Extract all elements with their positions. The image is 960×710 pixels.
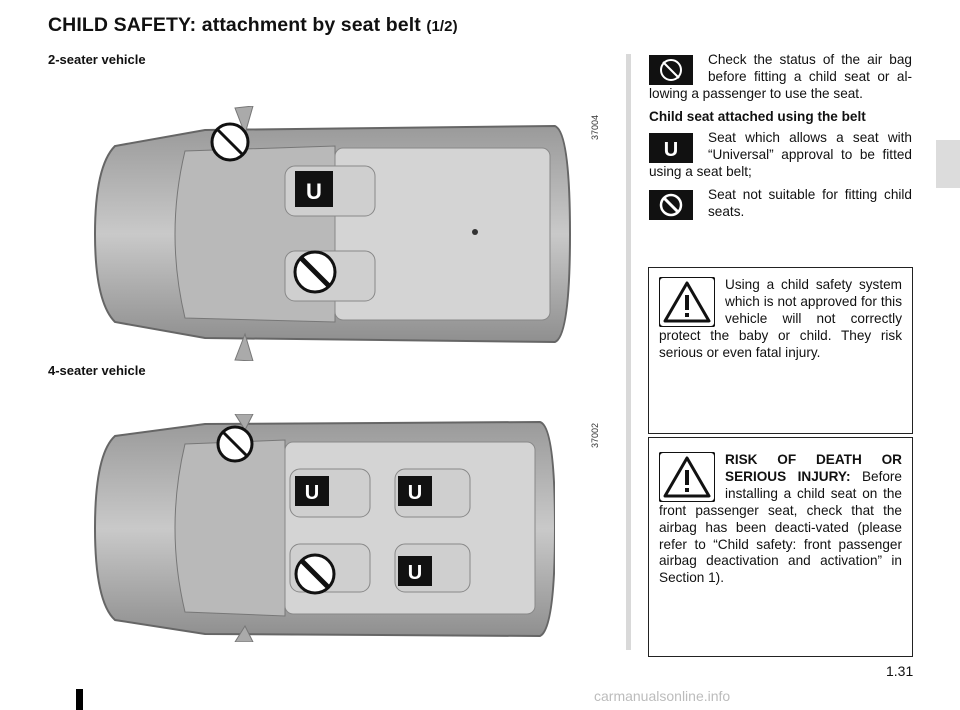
universal-letter-front: U — [305, 482, 319, 504]
section-tab — [936, 140, 960, 188]
universal-letter-rear-left: U — [408, 562, 422, 584]
warning-2-bold: RISK OF DEATH OR SERIOUS INJURY: — [725, 452, 902, 484]
page-title: CHILD SAFETY: attachment by seat belt (1… — [48, 14, 458, 36]
warning-triangle-icon — [659, 452, 715, 502]
column-divider — [626, 54, 631, 650]
universal-seat-mark — [295, 171, 333, 207]
figure-ref-2seater: 37004 — [590, 114, 600, 140]
prohibited-icon — [649, 190, 693, 220]
warning-1-text: Using a child safety system which is not… — [659, 277, 902, 360]
airbag-warning-icon — [649, 55, 693, 85]
page-marker — [76, 689, 83, 710]
universal-letter-rear-right: U — [408, 482, 422, 504]
warning-triangle-icon — [659, 277, 715, 327]
two-seater-car-illustration: U — [93, 106, 572, 361]
universal-icon: U — [649, 133, 693, 163]
warning-box-1: Using a child safety system which is not… — [648, 267, 913, 434]
not-suitable-paragraph: Seat not suitable for fitting child seat… — [649, 187, 912, 221]
universal-paragraph: U Seat which allows a seat with “Univers… — [649, 130, 912, 179]
belt-heading: Child seat attached using the belt — [649, 109, 866, 124]
warning-2-text: Before installing a child seat on the fr… — [659, 468, 902, 586]
warning-box-2: RISK OF DEATH OR SERIOUS INJURY: Before … — [648, 437, 913, 657]
universal-letter: U — [306, 179, 322, 204]
universal-icon-letter: U — [664, 139, 678, 161]
four-seater-car-illustration: U U U — [93, 414, 555, 642]
figure-ref-4seater: 37002 — [590, 422, 600, 448]
two-seater-label: 2-seater vehicle — [48, 52, 146, 67]
watermark: carmanualsonline.info — [594, 688, 731, 704]
page-title-part: (1/2) — [426, 18, 458, 35]
airbag-check-paragraph: Check the status of the air bag before f… — [649, 52, 912, 101]
four-seater-label: 4-seater vehicle — [48, 363, 146, 378]
page-number: 1.31 — [886, 663, 914, 679]
